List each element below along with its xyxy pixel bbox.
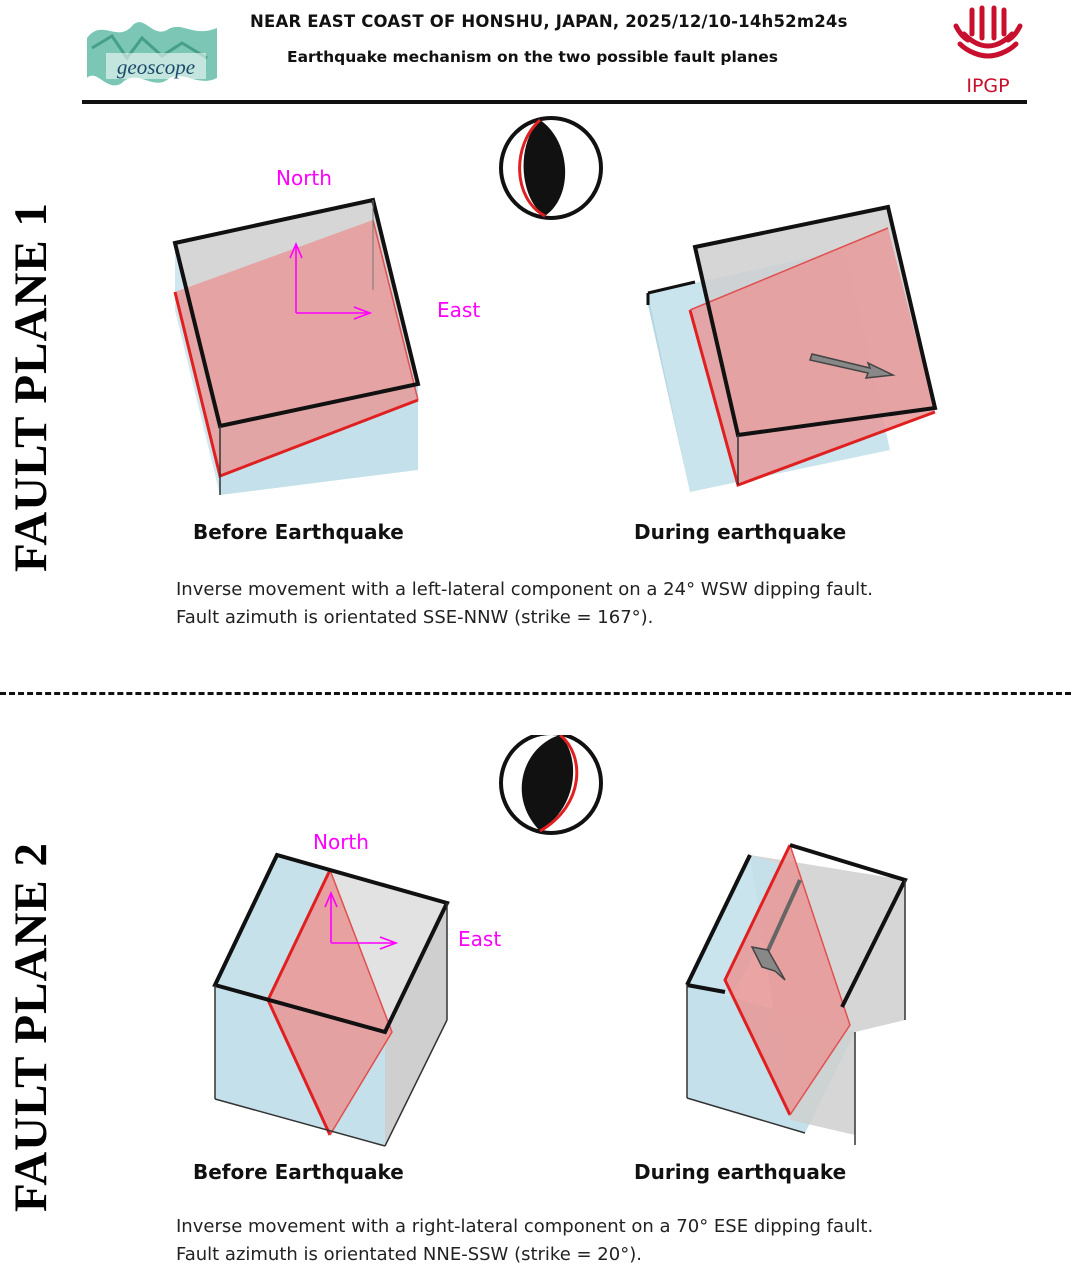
panel-divider	[0, 692, 1071, 695]
fault-plane-before-1	[175, 220, 418, 476]
fault-plane-1-diagram: North East	[172, 116, 938, 495]
during-block-2	[685, 843, 908, 1145]
compass-2	[324, 890, 399, 950]
description-1: Inverse movement with a left-lateral com…	[176, 576, 873, 632]
during-block-1	[646, 204, 938, 492]
geoscope-logo-text: geoscope	[117, 55, 195, 79]
header-divider	[82, 100, 1027, 104]
page-subtitle: Earthquake mechanism on the two possible…	[287, 48, 779, 66]
north-label-2: North	[313, 830, 369, 854]
description-1-line-1: Inverse movement with a left-lateral com…	[176, 579, 873, 600]
north-label-1: North	[276, 166, 332, 190]
fault-plane-2-diagram: North East	[212, 735, 908, 1147]
description-2-line-1: Inverse movement with a right-lateral co…	[176, 1216, 874, 1237]
beachball-2	[499, 735, 603, 835]
geoscope-logo: geoscope	[82, 8, 222, 96]
ipgp-logo-text: IPGP	[966, 75, 1009, 97]
description-2-line-2: Fault azimuth is orientated NNE-SSW (str…	[176, 1244, 642, 1265]
east-label-1: East	[437, 298, 480, 322]
beachball-1	[499, 116, 603, 220]
description-1-line-2: Fault azimuth is orientated SSE-NNW (str…	[176, 607, 654, 628]
during-caption-2: During earthquake	[634, 1160, 847, 1184]
page-title: NEAR EAST COAST OF HONSHU, JAPAN, 2025/1…	[250, 12, 848, 31]
compass-1	[289, 241, 373, 320]
description-2: Inverse movement with a right-lateral co…	[176, 1213, 873, 1269]
east-label-2: East	[458, 927, 501, 951]
ipgp-logo: IPGP	[950, 4, 1026, 98]
before-caption-1: Before Earthquake	[193, 520, 404, 544]
slip-arrow-2	[750, 879, 802, 981]
before-caption-2: Before Earthquake	[193, 1160, 404, 1184]
slip-arrow-1	[809, 353, 896, 379]
during-caption-1: During earthquake	[634, 520, 847, 544]
fault-plane-during-2	[725, 845, 850, 1115]
